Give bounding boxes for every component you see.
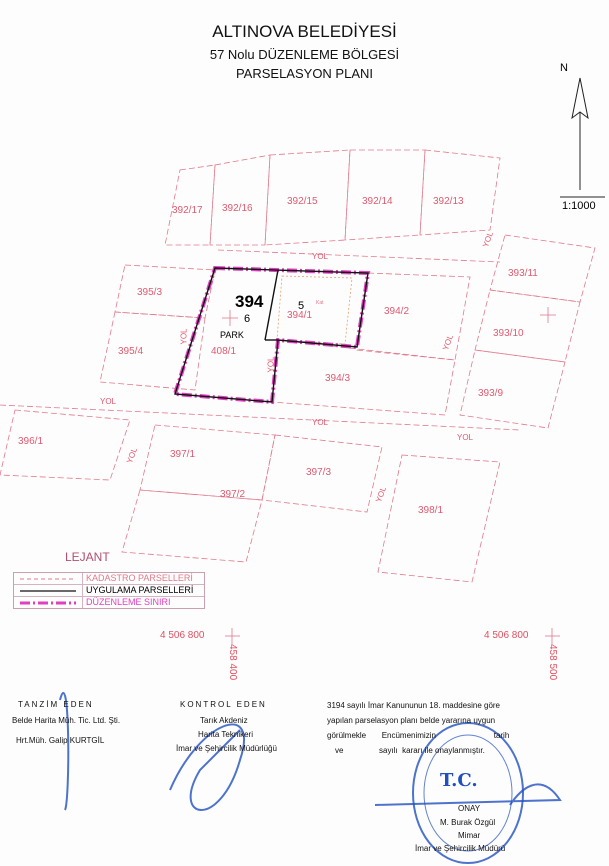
legend-boundary: DÜZENLEME SINIRI bbox=[86, 597, 171, 607]
tanzim-person: Hrt.Müh. Galip KURTGİL bbox=[16, 736, 105, 745]
parcel-label: 394/2 bbox=[384, 306, 410, 317]
parcel-label: 395/4 bbox=[118, 346, 144, 357]
road-label: YOL bbox=[457, 433, 474, 442]
parcel-label: 392/15 bbox=[287, 196, 318, 207]
coord-east-right: 458 500 bbox=[547, 644, 558, 681]
kontrol-title: KONTROL EDEN bbox=[180, 700, 267, 709]
approval-line-2: yapılan parselasyon planı belde yararına… bbox=[327, 716, 496, 725]
plan-title: PARSELASYON PLANI bbox=[235, 66, 374, 81]
parcel-label: 394/3 bbox=[325, 373, 351, 384]
approval-line-1: 3194 sayılı İmar Kanununun 18. maddesine… bbox=[327, 701, 501, 710]
parcel-label: 397/2 bbox=[220, 489, 246, 500]
kat-label: Kat bbox=[316, 300, 324, 306]
parcel-label: 397/3 bbox=[306, 467, 332, 478]
north-label: N bbox=[560, 62, 568, 74]
legend: KADASTRO PARSELLERİ UYGULAMA PARSELLERİ … bbox=[13, 572, 205, 609]
cadastral-parcels bbox=[0, 149, 596, 583]
parcel-label: 392/16 bbox=[222, 203, 253, 214]
approver-title: Mimar bbox=[458, 831, 481, 840]
parcel-label: 396/1 bbox=[18, 436, 44, 447]
legend-title: LEJANT bbox=[65, 550, 110, 564]
kontrol-role: Harita Teknikeri bbox=[198, 730, 253, 739]
grid-crosses bbox=[222, 307, 560, 644]
parcel-label: 392/13 bbox=[433, 196, 464, 207]
road-label: YOL bbox=[266, 356, 276, 373]
tanzim-company: Belde Harita Müh. Tic. Ltd. Şti. bbox=[12, 716, 121, 725]
title: ALTINOVA BELEDİYESİ bbox=[212, 22, 397, 41]
road-label: YOL bbox=[312, 418, 329, 427]
parcel-label: 393/9 bbox=[478, 388, 504, 399]
road-label: YOL bbox=[179, 328, 189, 345]
approver-name: M. Burak Özgül bbox=[440, 818, 496, 827]
onay-label: ONAY bbox=[458, 804, 481, 813]
parcel-label: 397/1 bbox=[170, 449, 196, 460]
subtitle: 57 Nolu DÜZENLEME BÖLGESİ bbox=[209, 47, 400, 62]
approval-line-4: ve sayılı kararı ile onaylanmıştır. bbox=[335, 746, 485, 755]
parcel-label: 393/10 bbox=[493, 328, 524, 339]
parcel-label: 392/17 bbox=[172, 205, 203, 216]
coord-east-left: 458 400 bbox=[227, 644, 238, 681]
kontrol-person: Tarık Akdeniz bbox=[200, 716, 248, 725]
kontrol-dept: İmar ve Şehircilik Müdürlüğü bbox=[176, 744, 277, 753]
block-number: 394 bbox=[235, 292, 264, 311]
legend-cadastral: KADASTRO PARSELLERİ bbox=[86, 573, 193, 583]
parcel-label: 393/11 bbox=[508, 268, 538, 279]
road-label: YOL bbox=[312, 252, 329, 261]
park-parcel-number: 6 bbox=[244, 313, 251, 325]
approval-line-3: görülmekle Encümenimizin tarih bbox=[327, 731, 510, 740]
parcel-label: 395/3 bbox=[137, 287, 163, 298]
stamp-text: T.C. bbox=[440, 770, 478, 791]
road-label: YOL bbox=[100, 397, 117, 406]
parcel-label: 392/14 bbox=[362, 196, 393, 207]
park-label: PARK bbox=[220, 330, 244, 340]
coord-north-right: 4 506 800 bbox=[484, 630, 529, 641]
parcel-label: 408/1 bbox=[211, 346, 237, 357]
north-arrow bbox=[560, 77, 605, 198]
approver-dept: İmar ve Şehircilik Müdürü bbox=[415, 844, 506, 853]
coord-north-left: 4 506 800 bbox=[160, 630, 205, 641]
application-parcels bbox=[174, 267, 369, 403]
parcel-label: 394/1 bbox=[287, 310, 313, 321]
stamp bbox=[59, 691, 562, 864]
parcel-label: 398/1 bbox=[418, 505, 444, 516]
legend-application: UYGULAMA PARSELLERİ bbox=[86, 585, 194, 595]
parcel-5-number: 5 bbox=[298, 300, 305, 312]
scale-label: 1:1000 bbox=[562, 200, 596, 212]
tanzim-title: TANZİM EDEN bbox=[18, 700, 94, 709]
